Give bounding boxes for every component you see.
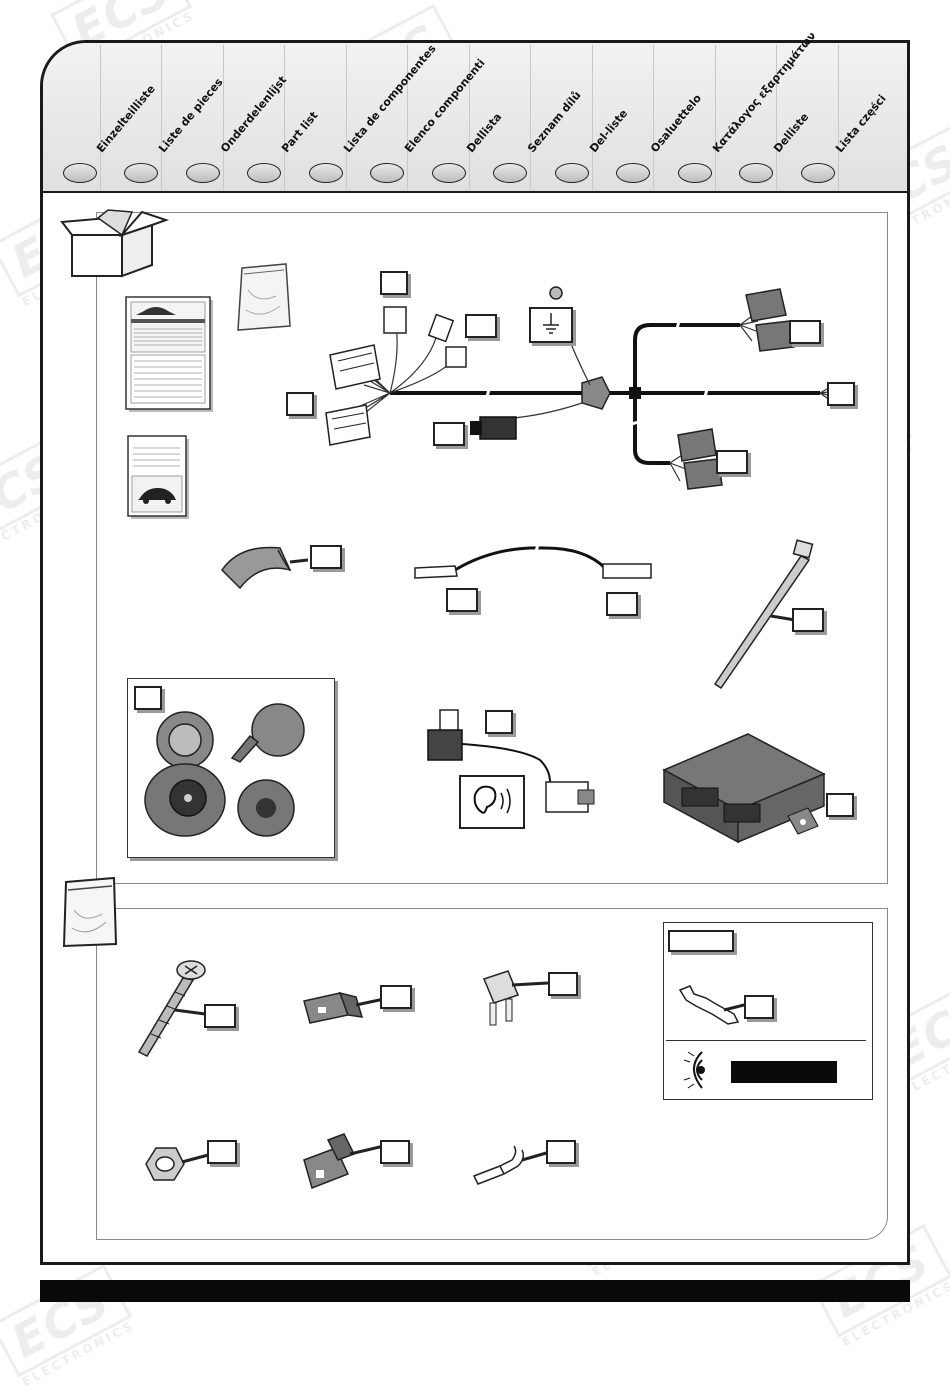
header-stripe (346, 45, 347, 190)
lang-oval (493, 163, 527, 183)
lang-oval (309, 163, 343, 183)
part-number-box (286, 392, 314, 416)
header-stripe (223, 45, 224, 190)
wiring-harness (325, 286, 837, 490)
fuse (482, 970, 549, 1026)
part-number-box (134, 686, 162, 710)
lang-oval (370, 163, 404, 183)
inset-label-tab (668, 930, 734, 952)
ear-icon (473, 785, 511, 814)
connector-housing-female (303, 1133, 385, 1189)
plastic-bag (237, 263, 291, 331)
lang-oval (432, 163, 466, 183)
part-number-box (380, 271, 408, 295)
part-number-box (465, 314, 497, 338)
lang-oval (124, 163, 158, 183)
header-divider (40, 191, 910, 193)
header-stripe (715, 45, 716, 190)
part-number-box (380, 1140, 410, 1164)
ear-symbol-box (459, 775, 525, 829)
header-stripe (592, 45, 593, 190)
header-stripe (530, 45, 531, 190)
lang-oval (555, 163, 589, 183)
quick-guide-card (127, 435, 189, 519)
lang-oval (63, 163, 97, 183)
header-stripe (161, 45, 162, 190)
inset-divider (666, 1040, 866, 1041)
part-number-box (548, 972, 578, 996)
crimp-terminal (472, 1145, 551, 1185)
bag-icon (62, 876, 118, 948)
hex-nut (145, 1147, 213, 1181)
extension-cable (414, 539, 652, 579)
part-number-box (792, 608, 824, 632)
part-number-box (606, 592, 638, 616)
header-stripe (407, 45, 408, 190)
part-number-box (546, 1140, 576, 1164)
part-number-box (826, 793, 854, 817)
footer-bar (40, 1280, 910, 1302)
part-number-box (744, 995, 774, 1019)
header-stripe (838, 45, 839, 190)
header-stripe (284, 45, 285, 190)
header-stripe (776, 45, 777, 190)
buzzer (427, 709, 595, 813)
connector-housing (303, 991, 385, 1024)
trailer-socket (144, 703, 305, 837)
cable-tie (713, 539, 814, 690)
part-number-box (380, 985, 412, 1009)
part-number-box (827, 382, 855, 406)
lang-oval (801, 163, 835, 183)
part-number-box (433, 422, 465, 446)
lang-oval (616, 163, 650, 183)
part-number-box (789, 320, 821, 344)
eye-icon (683, 1051, 705, 1089)
box-icon (60, 209, 170, 278)
lang-oval (247, 163, 281, 183)
lang-oval (678, 163, 712, 183)
part-number-box (485, 710, 513, 734)
part-number-box (204, 1004, 236, 1028)
instruction-manual (125, 296, 213, 412)
part-number-box (310, 545, 342, 569)
part-number-box (207, 1140, 237, 1164)
warning-label-bar (731, 1061, 837, 1083)
lang-oval (739, 163, 773, 183)
control-module (662, 733, 826, 844)
header-stripe (469, 45, 470, 190)
lang-oval (186, 163, 220, 183)
adhesive-pad (221, 546, 309, 590)
ground-icon (543, 313, 559, 334)
header-stripe (653, 45, 654, 190)
screw (137, 960, 206, 1057)
ground-terminal-box (529, 307, 573, 343)
part-number-box (716, 450, 748, 474)
header-stripe (100, 45, 101, 190)
part-number-box (446, 588, 478, 612)
